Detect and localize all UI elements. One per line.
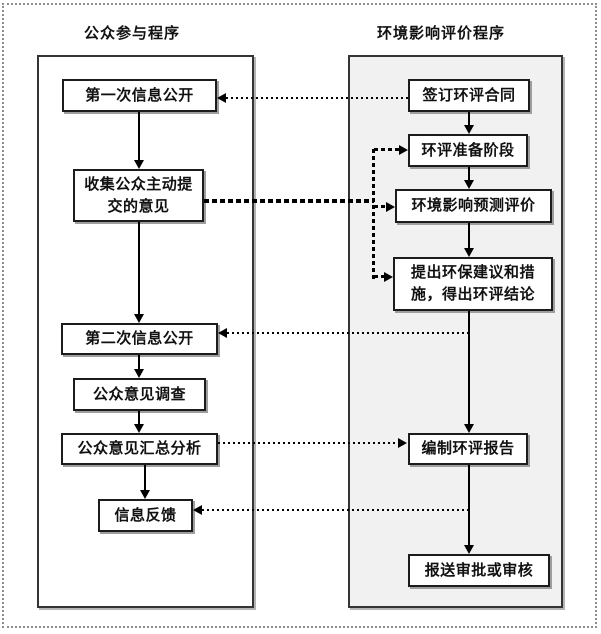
arrow-second-disclosure-to-survey bbox=[138, 355, 140, 370]
node-sign-eia-contract: 签订环评合同 bbox=[408, 79, 530, 112]
node-compile-eia-report: 编制环评报告 bbox=[408, 433, 528, 465]
connector-branch-to-preparation bbox=[374, 148, 400, 151]
node-eia-preparation: 环评准备阶段 bbox=[408, 134, 528, 167]
arrow-report-to-submission bbox=[468, 465, 470, 546]
right-column-title: 环境影响评价程序 bbox=[376, 26, 505, 42]
connector-collect-to-branch bbox=[204, 199, 374, 203]
node-impact-prediction: 环境影响预测评价 bbox=[395, 189, 552, 223]
node-info-feedback: 信息反馈 bbox=[98, 499, 193, 532]
arrowhead-down-icon bbox=[134, 314, 144, 323]
left-column-title: 公众参与程序 bbox=[83, 26, 180, 42]
arrowhead-right-icon bbox=[399, 145, 408, 155]
node-first-info-disclosure: 第一次信息公开 bbox=[62, 79, 217, 112]
node-second-info-disclosure: 第二次信息公开 bbox=[61, 323, 218, 355]
node-opinion-summary-analysis: 公众意见汇总分析 bbox=[61, 433, 218, 465]
arrow-contract-to-preparation bbox=[468, 112, 470, 126]
connector-summary-to-report bbox=[218, 442, 399, 444]
arrowhead-down-icon bbox=[134, 160, 144, 169]
arrow-survey-to-summary bbox=[138, 411, 140, 425]
node-public-opinion-survey: 公众意见调查 bbox=[73, 378, 206, 411]
arrowhead-left-icon bbox=[217, 93, 226, 103]
arrowhead-down-icon bbox=[464, 125, 474, 134]
node-submit-approval-review: 报送审批或审核 bbox=[408, 554, 550, 587]
connector-branch-trunk bbox=[372, 149, 375, 279]
arrowhead-down-icon bbox=[464, 545, 474, 554]
connector-contract-to-first-disclosure bbox=[226, 97, 408, 99]
arrowhead-right-icon bbox=[398, 438, 407, 448]
arrowhead-down-icon bbox=[134, 424, 144, 433]
arrowhead-down-icon bbox=[140, 490, 150, 499]
arrowhead-down-icon bbox=[464, 180, 474, 189]
node-collect-public-opinions: 收集公众主动提 交的意见 bbox=[73, 169, 204, 222]
node-proposals-conclusions: 提出环保建议和措 施，得出环评结论 bbox=[393, 257, 553, 311]
arrowhead-down-icon bbox=[134, 369, 144, 378]
arrow-proposals-to-report bbox=[468, 311, 470, 425]
page-border bbox=[2, 3, 597, 628]
arrowhead-left-icon bbox=[193, 505, 202, 515]
arrow-preparation-to-prediction bbox=[468, 167, 470, 181]
arrow-first-disclosure-to-collect bbox=[138, 112, 140, 161]
arrowhead-down-icon bbox=[464, 248, 474, 257]
connector-branch-to-proposals bbox=[374, 275, 385, 278]
arrowhead-down-icon bbox=[464, 424, 474, 433]
connector-to-feedback bbox=[202, 509, 469, 511]
arrowhead-left-icon bbox=[218, 328, 227, 338]
arrow-collect-to-second-disclosure bbox=[138, 222, 140, 315]
connector-branch-to-prediction bbox=[374, 205, 387, 208]
arrow-prediction-to-proposals bbox=[468, 223, 470, 249]
arrow-summary-to-feedback bbox=[144, 465, 146, 491]
arrowhead-right-icon bbox=[386, 202, 395, 212]
connector-to-second-disclosure bbox=[227, 332, 469, 334]
arrowhead-right-icon bbox=[384, 272, 393, 282]
